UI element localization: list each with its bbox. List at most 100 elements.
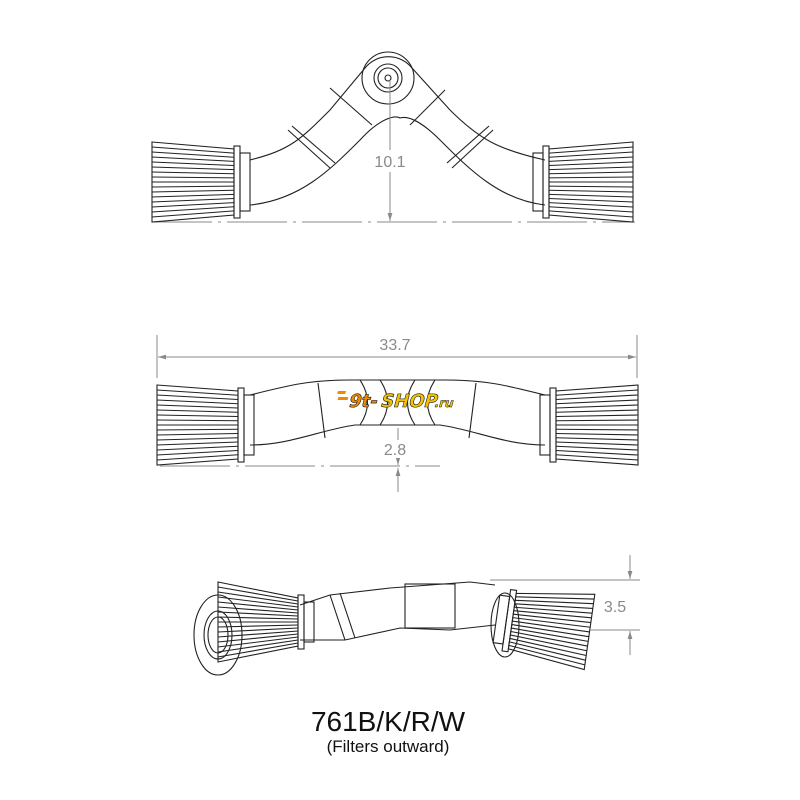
filter-pleat [151, 171, 235, 175]
filter-pleat [548, 189, 634, 193]
filter-pleat [512, 620, 590, 633]
coupler [532, 152, 544, 212]
dimension-10-1: 10.1 [374, 154, 405, 171]
filter-pleat [151, 176, 235, 179]
left-filter-side [217, 581, 315, 663]
filter-pleat [151, 193, 235, 198]
filter-pleat [156, 394, 239, 401]
filter-pleat [555, 454, 639, 461]
dimension-3-5: 3.5 [604, 599, 626, 616]
filter-pleat [509, 637, 587, 657]
filter-pleat [151, 185, 235, 188]
filter-pleat [156, 454, 239, 461]
filter-pleat [555, 394, 639, 401]
filter-pleat [156, 445, 239, 451]
pipe-inner [249, 116, 546, 206]
coupler [239, 152, 251, 212]
filter-pleat [555, 389, 639, 396]
filter-pleat [514, 606, 593, 614]
filter-pleat [217, 591, 299, 605]
pipe-outer [249, 56, 546, 161]
filter-pleat [555, 419, 639, 422]
filter-pleat [548, 176, 634, 179]
filter-pleat [151, 156, 235, 162]
filter-pleat [555, 428, 639, 431]
filter-pleat [217, 586, 299, 602]
filter-pleat [511, 624, 589, 638]
filter-pleat [512, 617, 591, 628]
filter-face [193, 594, 243, 676]
filter-pleat [151, 189, 235, 193]
coupler [492, 594, 511, 645]
side-view: 3.5 [193, 555, 640, 676]
filter-pleat [217, 601, 299, 611]
model-number: 761B/K/R/W [310, 706, 466, 737]
filter-pleat [156, 437, 239, 441]
filter-pleat [156, 409, 239, 413]
filter-pleat [151, 166, 235, 171]
filter-pleat [548, 202, 634, 208]
filter-pleat [217, 616, 299, 620]
filter-pleat [513, 610, 592, 619]
filter-pleat [548, 193, 634, 198]
filter-pleat [548, 210, 634, 218]
filter-pleat [515, 596, 595, 600]
filter-pleat [555, 445, 639, 451]
filter-pleat [509, 641, 586, 661]
filter-pleat [217, 611, 299, 617]
filter-pleat [151, 151, 235, 158]
filter-pleat [548, 161, 634, 167]
filter-pleat [151, 210, 235, 218]
filter-pleat [217, 636, 299, 648]
filter-pleat [555, 449, 639, 456]
right-filter [532, 141, 634, 223]
hub [361, 51, 415, 105]
filter-pleat [548, 166, 634, 171]
filter-pleat [548, 146, 634, 154]
filter-pleat [548, 151, 634, 158]
filter-pleat [515, 599, 594, 605]
filter-pleat [156, 449, 239, 456]
filter-pleat [217, 630, 299, 638]
filter-pleat [151, 197, 235, 203]
top-view: 10.1 [151, 51, 635, 223]
left-filter [151, 141, 251, 223]
filter-pleat [548, 171, 634, 175]
filter-pleat [514, 603, 593, 609]
filter-pleat [555, 409, 639, 413]
right-filter-side [492, 588, 596, 671]
filter-pleat [151, 202, 235, 208]
filter-pleat [555, 441, 639, 446]
filter-pleat [156, 389, 239, 396]
filter-clamp [233, 145, 241, 219]
coupler [539, 394, 551, 456]
coupler [303, 601, 315, 643]
dimension-2-8: 2.8 [384, 442, 406, 459]
filter-pleat [555, 432, 639, 436]
filter-pleat [510, 630, 588, 647]
filter-pleat [555, 414, 639, 418]
filter-pleat [151, 206, 235, 213]
filter-clamp [297, 594, 305, 650]
filter-clamp [237, 387, 245, 463]
filter-pleat [555, 404, 639, 409]
filter-pleat [156, 399, 239, 405]
filter-pleat [156, 414, 239, 418]
filter-pleat [555, 437, 639, 441]
left-filter-front [156, 384, 255, 466]
filter-pleat [548, 206, 634, 213]
filter-pleat [217, 606, 299, 614]
filter-pleat [156, 441, 239, 446]
filter-pleat [151, 146, 235, 154]
filter-pleat [217, 639, 299, 653]
filter-pleat [548, 156, 634, 162]
filter-pleat [217, 642, 299, 658]
filter-pleat [156, 432, 239, 436]
filter-pleat [511, 627, 589, 642]
svg-text:SHOP: SHOP [378, 391, 440, 412]
front-view: 33.7 9t- SHOP .ru 2.8 [156, 335, 639, 492]
filter-pleat [151, 161, 235, 167]
filter-pleat [156, 404, 239, 409]
filter-pleat [508, 644, 586, 666]
